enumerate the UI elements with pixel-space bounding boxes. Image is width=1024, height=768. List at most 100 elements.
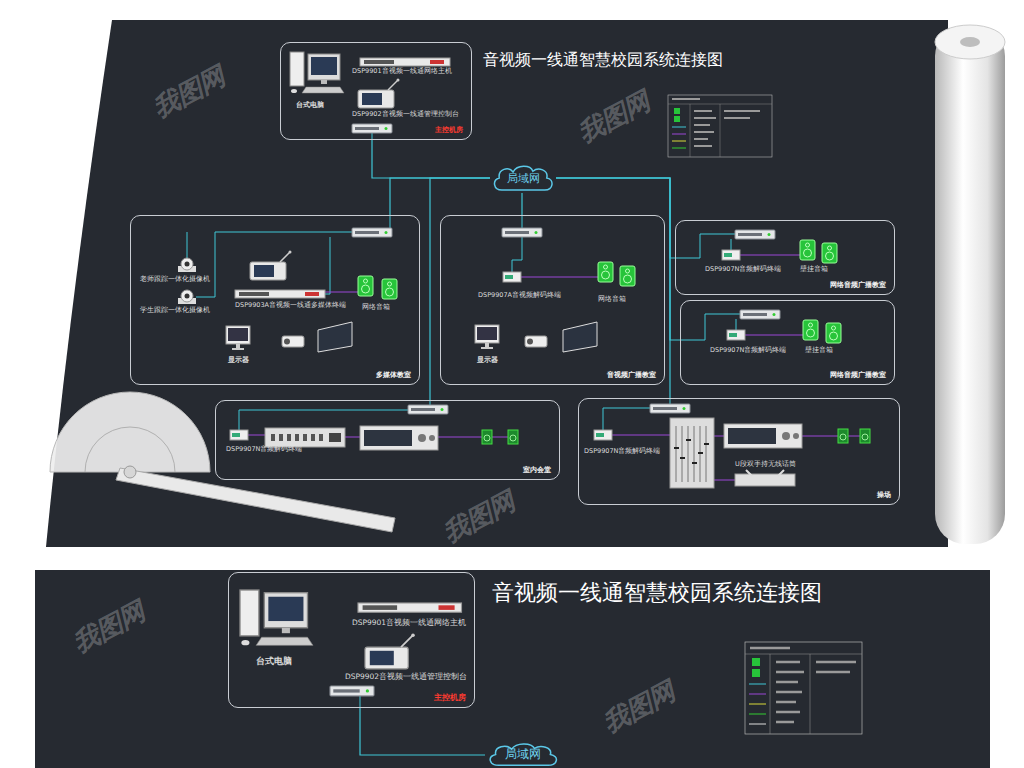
projector-icon <box>525 336 547 347</box>
device-label: U段双手持无线话筒 <box>735 461 796 469</box>
cloud-label: 局域网 <box>505 746 541 763</box>
device-label: 显示器 <box>228 356 249 364</box>
speaker-icon <box>598 262 613 282</box>
receiver-icon <box>735 474 795 486</box>
room-label: 主控机房 <box>434 692 466 703</box>
device-caption: 台式电脑 <box>256 656 292 667</box>
switch-icon <box>502 228 542 237</box>
switch-icon <box>740 310 780 319</box>
watermark: 我图网 <box>66 594 151 662</box>
paper-sheet <box>46 20 948 547</box>
camera-icon <box>178 290 196 304</box>
legend-line <box>749 704 766 705</box>
protractor-arc <box>85 427 175 472</box>
network-link <box>390 178 490 215</box>
speaker-icon <box>508 430 518 444</box>
device-label: DSP9907N音频解码终端 <box>705 266 781 274</box>
watermark: 我图网 <box>436 484 521 552</box>
device-caption: 显示器 <box>477 356 498 364</box>
device-label: 壁挂音箱 <box>800 266 828 274</box>
device-label: 网络音箱 <box>362 304 390 312</box>
legend-line <box>749 724 766 725</box>
device-label: 老师跟踪一体化摄像机 <box>140 276 210 284</box>
device-label: DSP9907A音视频解码终端 <box>478 292 561 300</box>
terminal-icon <box>594 430 612 440</box>
network-link <box>556 178 680 340</box>
room-label: 主控机房 <box>435 125 463 135</box>
legend-table <box>668 95 772 157</box>
device-caption: 学生跟踪一体化摄像机 <box>140 307 210 315</box>
watermark: 我图网 <box>571 84 656 152</box>
network-cloud: 局域网 <box>485 741 561 768</box>
legend-swatch <box>674 108 680 114</box>
room-panel: 音视频广播教室DSP9907A音视频解码终端网络音箱显示器 <box>440 215 665 385</box>
computer-icon <box>290 52 344 93</box>
protractor <box>50 392 395 532</box>
microphone-icon <box>746 470 784 476</box>
legend-line <box>749 714 766 715</box>
legend-frame <box>668 95 772 157</box>
console-icon <box>250 251 292 281</box>
legend-grid <box>745 654 862 734</box>
device-label: 学生跟踪一体化摄像机 <box>140 307 210 315</box>
device-caption: 壁挂音箱 <box>805 347 833 355</box>
audio-wire <box>745 335 803 336</box>
audio-wire <box>740 255 800 256</box>
watermark: 我图网 <box>596 674 681 742</box>
speaker-icon <box>822 243 837 263</box>
legend-text-marks <box>750 648 856 722</box>
network-wire <box>360 696 361 708</box>
equipment-room: 主控机房 台式电脑 DSP9901音视频一线通网络主机 DSP9902音视频一线通管理… <box>228 572 475 708</box>
device-caption: DSP9902音视频一线通管理控制台 <box>352 111 459 119</box>
switch-icon <box>352 228 392 237</box>
device-label: 台式电脑 <box>296 101 324 109</box>
terminal-icon <box>230 430 248 440</box>
amplifier-icon <box>360 426 438 450</box>
paper-roll-end <box>935 25 1005 59</box>
room-panel: 操场DSP9907N音频解码终端U段双手持无线话筒 <box>578 398 900 505</box>
device-caption: 台式电脑 <box>296 101 324 109</box>
projector-icon <box>282 336 304 347</box>
device-caption: DSP9907N音频解码终端 <box>705 266 781 274</box>
speaker-icon <box>482 430 492 444</box>
speaker-icon <box>800 240 815 260</box>
device-caption: DSP9901音视频一线通网络主机 <box>352 618 466 627</box>
room-label: 多媒体教室 <box>376 370 411 380</box>
device-label: DSP9902音视频一线通管理控制台 <box>345 672 467 681</box>
speaker-icon <box>803 320 818 340</box>
device-caption: 壁挂音箱 <box>800 266 828 274</box>
audio-wire <box>325 292 358 293</box>
screen-icon <box>563 322 597 352</box>
speaker-icon <box>620 266 635 286</box>
device-label: DSP9907N音频解码终端 <box>584 448 660 456</box>
network-wire <box>187 215 390 297</box>
legend-swatch <box>752 669 760 677</box>
device-caption: DSP9907N音频解码终端 <box>584 448 660 456</box>
device-label: DSP9907N音频解码终端 <box>226 446 302 454</box>
device-caption: 网络音箱 <box>362 304 390 312</box>
network-link <box>556 178 670 398</box>
legend-text-marks <box>672 99 760 146</box>
device-label: DSP9903A音视频一线通多媒体终端 <box>235 302 346 310</box>
watermark: 我图网 <box>146 59 231 127</box>
legend-swatch <box>752 658 760 666</box>
switch-icon <box>352 124 392 133</box>
switch-icon <box>330 686 374 696</box>
device-caption: DSP9903A音视频一线通多媒体终端 <box>235 302 346 310</box>
device-caption: DSP9907N音频解码终端 <box>226 446 302 454</box>
legend-line <box>749 684 766 685</box>
monitor-icon <box>475 325 499 349</box>
network-wire <box>512 215 522 272</box>
device-label: 壁挂音箱 <box>805 347 833 355</box>
device-label: DSP9901音视频一线通网络主机 <box>352 68 452 76</box>
room-panel: 多媒体教室 老师跟踪一体化摄像机学生跟踪一体化摄像机 DSP9903A音视频一线通多… <box>130 215 420 385</box>
audio-wire <box>521 277 598 278</box>
console-icon <box>358 79 400 109</box>
device-caption: U段双手持无线话筒 <box>735 461 796 469</box>
speaker-icon <box>860 429 870 443</box>
device-caption: 网络音箱 <box>598 296 626 304</box>
speaker-icon <box>382 279 397 299</box>
terminal-icon <box>503 272 521 282</box>
